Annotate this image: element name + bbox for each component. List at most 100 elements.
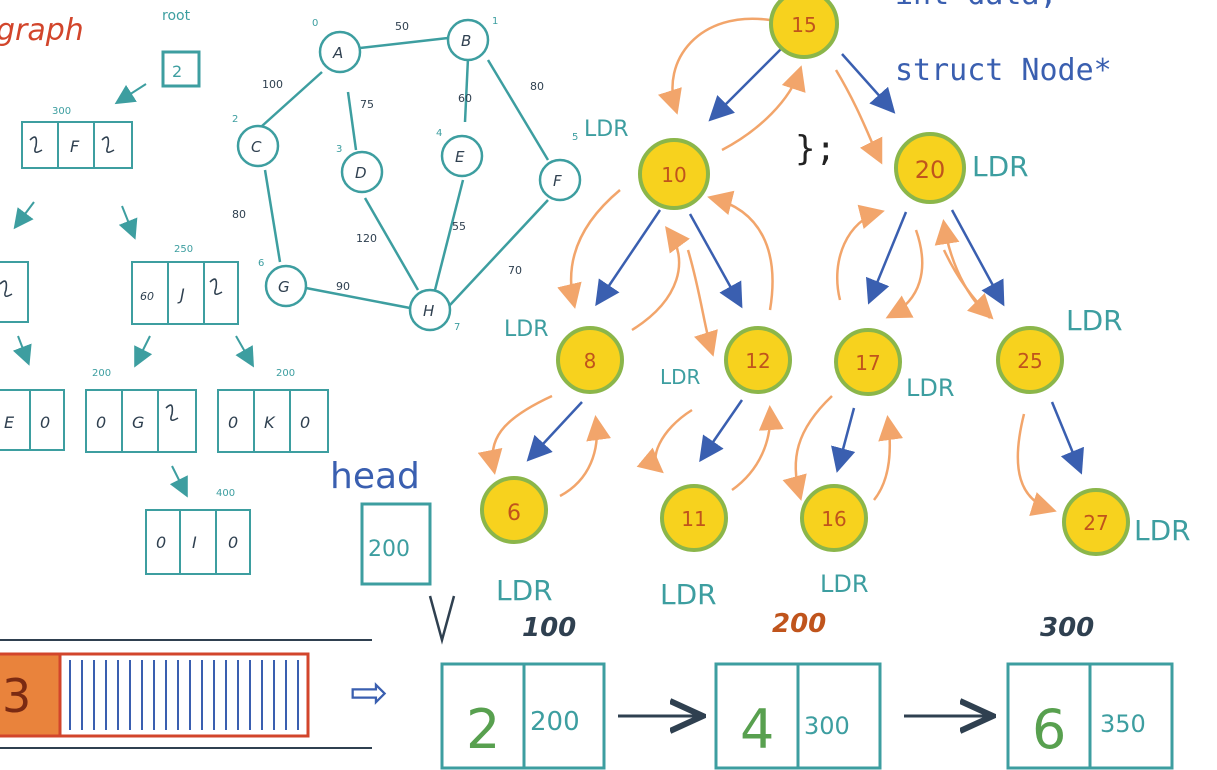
edge-weight: 80 [232, 208, 246, 221]
vertex-letter: C [251, 138, 262, 156]
node-value: 25 [1017, 349, 1042, 373]
graph-vertex-a: A 0 [312, 18, 362, 74]
node-next: 300 [804, 712, 850, 740]
node-data: 6 [1032, 698, 1066, 761]
code-line-2: struct Node* [895, 53, 1112, 88]
box-cell: 0 [228, 533, 238, 552]
box-cell: F [70, 137, 80, 156]
bst-node-15: 15 [769, 0, 839, 59]
node-value: 16 [821, 507, 846, 531]
edge-weight: 80 [530, 80, 544, 93]
graph-vertex-e: E 4 [436, 128, 484, 178]
root-box [161, 50, 201, 88]
graph-vertex-f: F 5 [538, 132, 582, 202]
bst-node-6: 6 [480, 476, 548, 544]
root-value: 2 [172, 62, 182, 81]
box-cell: 60 [140, 290, 154, 303]
binary-search-tree: 15 10 20 8 12 17 25 6 [477, 0, 1191, 611]
edge-weight: 70 [508, 264, 522, 277]
array-arrow-icon: ⇨ [350, 665, 389, 719]
bst-node-12: 12 [724, 326, 792, 394]
list-node-3: 6 350 [1032, 698, 1146, 761]
node-address: 300 [1040, 613, 1094, 643]
vertex-letter: A [332, 44, 343, 62]
ldr-label: LDR [660, 365, 701, 389]
head-value: 200 [368, 537, 410, 562]
graph-vertex-b: B 1 [446, 16, 498, 62]
graph-diagram: graph root 2 50 100 75 60 80 80 120 55 9… [0, 8, 582, 333]
bst-node-8: 8 [556, 326, 624, 394]
edge-weight: 120 [356, 232, 377, 245]
node-value: 17 [855, 351, 880, 375]
head-label: head [330, 456, 420, 497]
box-cell: 0 [228, 413, 238, 432]
list-node-2: 4 300 [740, 698, 850, 761]
array-body [58, 652, 310, 738]
vertex-letter: D [355, 164, 367, 182]
edge-weight: 100 [262, 78, 283, 91]
head-arrow [428, 595, 456, 645]
ldr-label: LDR [1066, 304, 1123, 337]
bst-node-27: 27 [1062, 488, 1130, 556]
ldr-label: LDR [496, 574, 553, 607]
graph-edge-weights: 50 100 75 60 80 80 120 55 90 70 [232, 20, 544, 293]
edge-weight: 55 [452, 220, 466, 233]
ldr-label: LDR [972, 150, 1029, 183]
node-next: 200 [530, 707, 580, 737]
bst-node-10: 10 [638, 138, 710, 210]
code-close: }; [795, 129, 836, 169]
linked-tree-boxes: 300 250 200 200 400 F 60 J E 0 0 G 0 K 0… [0, 83, 329, 575]
list-node-1: 2 200 [466, 698, 580, 761]
box-address: 300 [52, 106, 71, 117]
node-value: 8 [584, 349, 597, 373]
vertex-letter: H [423, 302, 434, 320]
graph-edges [261, 36, 550, 310]
vertex-letter: F [553, 172, 562, 190]
vertex-letter: E [455, 148, 465, 166]
edge-weight: 50 [395, 20, 409, 33]
box-cell: 0 [96, 413, 106, 432]
vertex-number: 3 [336, 144, 342, 155]
box-address: 200 [92, 368, 111, 379]
ldr-label: LDR [660, 578, 717, 611]
array-queue: 3 ⇨ [0, 639, 389, 749]
vertex-number: 0 [312, 18, 318, 29]
root-label: root [162, 8, 191, 24]
ldr-label: LDR [1134, 514, 1191, 547]
node-value: 11 [681, 507, 706, 531]
box-address: 250 [174, 244, 193, 255]
edge-weight: 60 [458, 92, 472, 105]
vertex-number: 1 [492, 16, 498, 27]
ldr-label: LDR [820, 570, 869, 598]
box-address: 400 [216, 488, 235, 499]
node-value: 27 [1083, 511, 1108, 535]
vertex-number: 2 [232, 114, 238, 125]
edge-weight: 90 [336, 280, 350, 293]
graph-vertex-c: C 2 [232, 114, 280, 168]
node-address: 200 [772, 609, 826, 639]
box-cell: 0 [300, 413, 310, 432]
box-cell: 0 [40, 413, 50, 432]
vertex-letter: B [461, 32, 471, 50]
node-value: 15 [791, 13, 816, 37]
node-data: 4 [740, 698, 774, 761]
box-cell: E [4, 413, 15, 432]
code-line-1: int data; [895, 0, 1058, 12]
node-address: 100 [522, 613, 576, 643]
node-value: 12 [745, 349, 770, 373]
box-cell: K [264, 413, 276, 432]
bst-node-20: 20 [894, 132, 966, 204]
vertex-letter: G [278, 278, 290, 296]
node-value: 10 [661, 163, 686, 187]
graph-vertex-g: G 6 [258, 258, 308, 308]
ldr-label: LDR [906, 374, 955, 402]
node-value: 6 [507, 501, 521, 526]
node-value: 20 [915, 156, 946, 184]
ldr-label: LDR [504, 317, 548, 342]
head-box [360, 502, 432, 586]
array-first-value: 3 [2, 669, 31, 723]
box-address: 200 [276, 368, 295, 379]
bst-node-17: 17 [834, 328, 902, 396]
vertex-number: 5 [572, 132, 578, 143]
node-next: 350 [1100, 710, 1146, 738]
